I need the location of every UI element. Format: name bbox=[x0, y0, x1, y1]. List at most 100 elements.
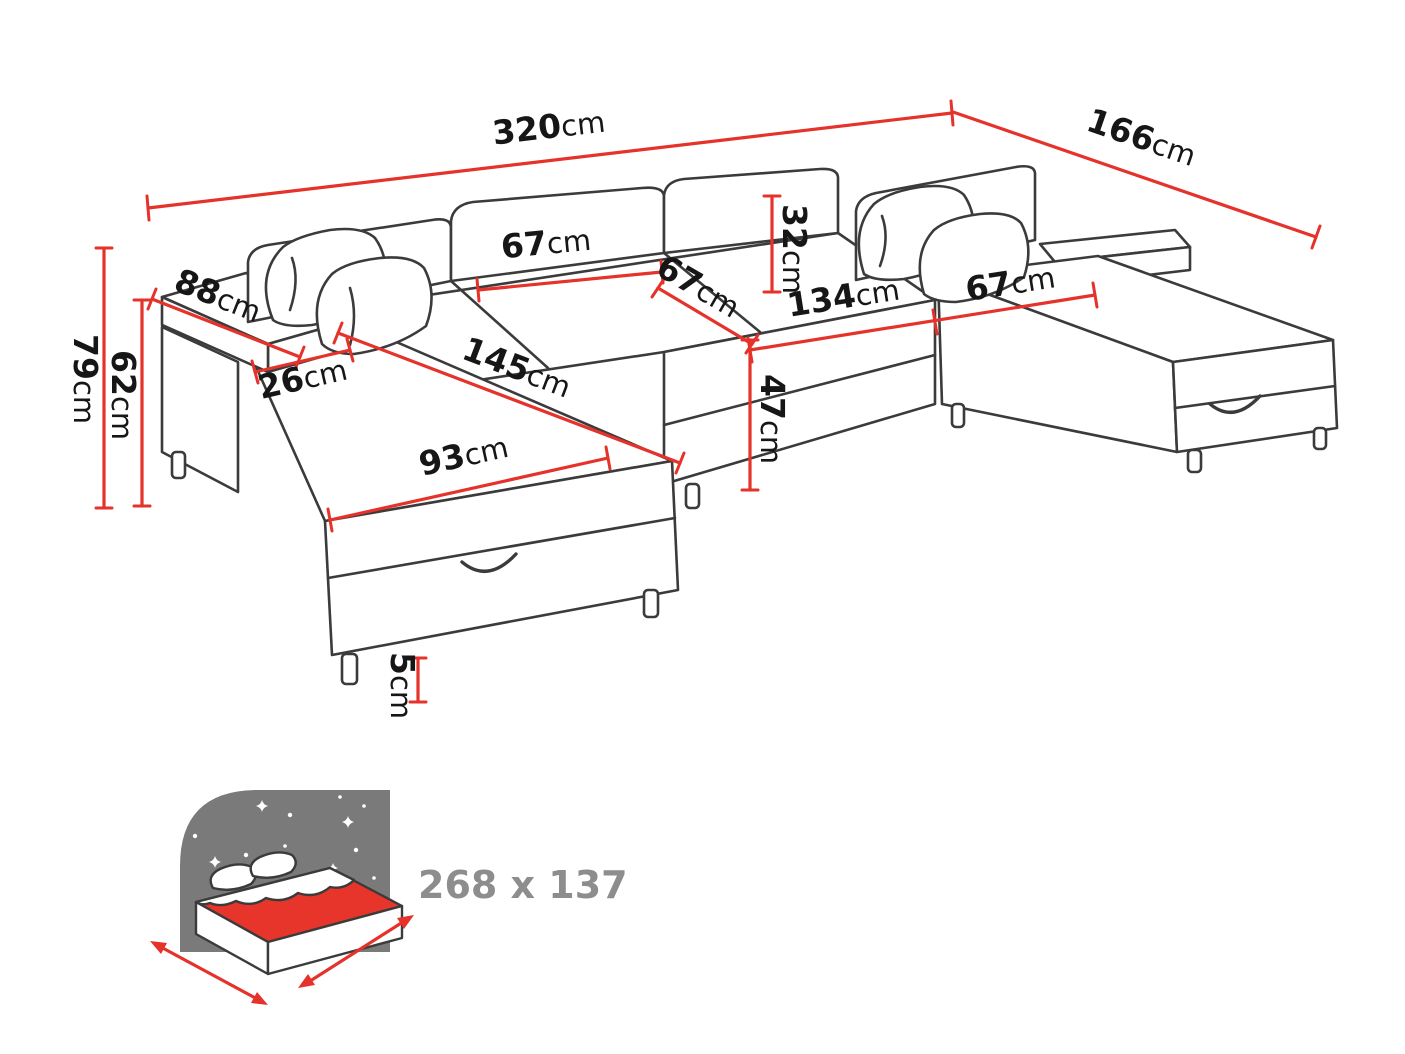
dim-line bbox=[748, 293, 1097, 352]
star-icon bbox=[338, 795, 342, 799]
dim-line bbox=[328, 456, 610, 522]
dim-tick bbox=[674, 451, 686, 475]
bed bbox=[194, 851, 404, 976]
dim-value: 67 bbox=[499, 223, 549, 266]
dim-unit: cm bbox=[67, 380, 101, 424]
pillow-fold bbox=[878, 214, 887, 268]
bed-base-front bbox=[266, 904, 404, 976]
bed-pillow bbox=[249, 851, 297, 879]
dim-value: 166 bbox=[1082, 100, 1160, 159]
left-armrest-side bbox=[160, 295, 270, 374]
dim-seat-height: 47cm bbox=[740, 338, 792, 492]
seat-seam bbox=[662, 251, 762, 334]
dim-unit: cm bbox=[754, 420, 788, 464]
sofa-leg bbox=[170, 450, 187, 480]
dim-leg-height: 5cm bbox=[383, 652, 428, 719]
sofa-leg bbox=[1312, 426, 1328, 451]
dim-backrest-height: 32cm bbox=[762, 194, 814, 294]
dim-line bbox=[336, 331, 682, 465]
dim-line bbox=[476, 270, 664, 292]
dim-label-leg-height: 5cm bbox=[383, 652, 422, 719]
arrow-head bbox=[298, 974, 315, 988]
sofa-leg bbox=[1186, 448, 1203, 474]
sofa-leg bbox=[950, 402, 966, 429]
dim-tick bbox=[326, 507, 334, 533]
dim-unit: cm bbox=[559, 105, 607, 144]
dim-label-total-width: 320cm bbox=[490, 101, 607, 153]
dim-unit: cm bbox=[384, 675, 418, 719]
arrow-head bbox=[397, 915, 414, 929]
pillow bbox=[918, 212, 1030, 304]
pillow-fold bbox=[348, 286, 356, 347]
dim-label-armrest-width: 26cm bbox=[254, 349, 351, 407]
dim-value: 5 bbox=[383, 652, 422, 675]
bed-mechanism-seam bbox=[662, 353, 937, 427]
dim-tick bbox=[475, 277, 481, 303]
star-icon bbox=[353, 847, 359, 853]
left-chaise-front-face bbox=[323, 459, 680, 657]
dim-label-backrest-height: 32cm bbox=[775, 204, 814, 294]
dim-unit: cm bbox=[105, 396, 139, 440]
blanket bbox=[194, 866, 356, 907]
dim-tick bbox=[604, 445, 612, 471]
middle-front-face bbox=[662, 298, 937, 486]
dim-value: 62 bbox=[104, 350, 143, 396]
star-icon bbox=[243, 852, 249, 858]
bed-with-starry-sky-icon bbox=[150, 790, 414, 1005]
dim-unit: cm bbox=[545, 223, 592, 261]
dim-value: 67 bbox=[963, 263, 1014, 309]
dim-tick bbox=[650, 277, 666, 299]
pillow-fold bbox=[288, 256, 297, 312]
backrest-panel bbox=[662, 167, 840, 255]
dim-line bbox=[656, 286, 754, 346]
dim-tick bbox=[744, 333, 760, 355]
star-icon bbox=[362, 804, 366, 808]
dim-label-right-seat-width: 67cm bbox=[963, 256, 1058, 309]
drawer-handle bbox=[1208, 394, 1262, 414]
pillow bbox=[315, 256, 433, 356]
dim-line bbox=[150, 297, 302, 359]
dim-value: 320 bbox=[490, 106, 563, 153]
dim-value: 79 bbox=[66, 334, 105, 380]
dim-tick bbox=[931, 308, 939, 336]
dim-total-height: 79cm bbox=[66, 246, 114, 510]
dim-tick bbox=[250, 359, 260, 385]
dim-label-seat-height: 47cm bbox=[753, 374, 792, 464]
arrow-head bbox=[150, 941, 167, 954]
dim-tick bbox=[1310, 224, 1322, 250]
dim-tick bbox=[145, 194, 151, 222]
bed-size-arrows bbox=[150, 915, 414, 1005]
dim-unit: cm bbox=[853, 272, 902, 312]
drawer-seam bbox=[326, 516, 677, 580]
star-icon bbox=[209, 856, 221, 868]
dim-label-back-cushion-width: 67cm bbox=[499, 219, 593, 267]
dim-back-cushion-width: 67cm bbox=[475, 219, 665, 303]
star-icon bbox=[192, 833, 198, 839]
dim-line bbox=[951, 110, 1318, 239]
drawer-seam bbox=[1173, 384, 1337, 410]
star-icon bbox=[283, 844, 287, 848]
sofa-leg bbox=[340, 652, 359, 686]
star-icon bbox=[372, 876, 376, 880]
dim-unit: cm bbox=[776, 250, 810, 294]
sofa-leg bbox=[642, 588, 660, 619]
star-icon bbox=[342, 816, 354, 828]
dim-tick bbox=[345, 337, 355, 363]
dim-unit: cm bbox=[1147, 126, 1200, 173]
arrow-line bbox=[157, 944, 261, 1002]
dim-value: 47 bbox=[753, 374, 792, 420]
sofa-drawing bbox=[160, 164, 1339, 686]
dim-unit: cm bbox=[1009, 260, 1058, 300]
star-icon bbox=[287, 812, 293, 818]
dim-tick bbox=[332, 321, 344, 345]
dim-label-total-height: 79cm bbox=[66, 334, 105, 424]
star-icon bbox=[256, 800, 268, 812]
dim-tick bbox=[146, 287, 158, 311]
dim-armrest-width: 26cm bbox=[250, 337, 355, 407]
drawer-handle bbox=[460, 552, 518, 573]
dim-tick bbox=[1091, 281, 1099, 309]
dim-line bbox=[146, 111, 954, 210]
dim-label-backrest-floor-height: 62cm bbox=[104, 350, 143, 440]
